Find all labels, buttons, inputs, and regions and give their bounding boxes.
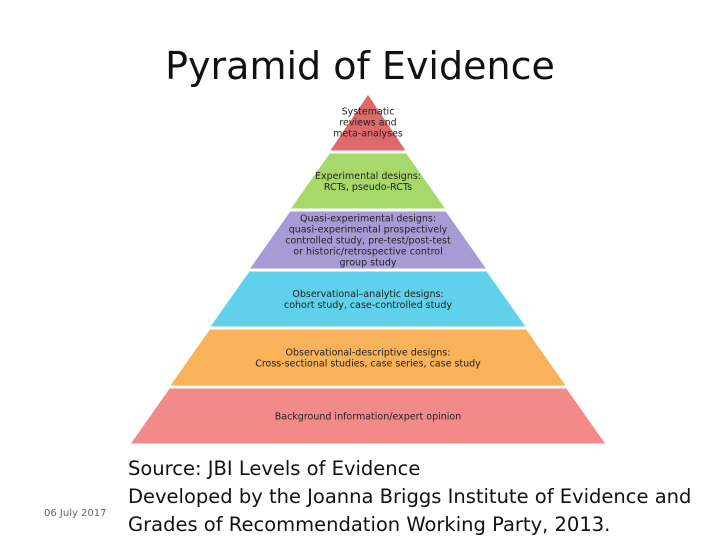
source-citation: Source: JBI Levels of Evidence Developed… bbox=[128, 455, 708, 539]
source-line-3: Grades of Recommendation Working Party, … bbox=[128, 513, 611, 536]
source-line-2: Developed by the Joanna Briggs Institute… bbox=[128, 485, 692, 508]
pyramid-tier-5-label-line-1: Observational-descriptive designs: bbox=[286, 348, 451, 359]
pyramid-tier-5 bbox=[168, 328, 568, 387]
pyramid-tier-4-label-line-1: Observational–analytic designs: bbox=[292, 289, 443, 300]
pyramid-tier-3 bbox=[248, 210, 488, 270]
pyramid-tier-3-label-line-3: controlled study, pre-test/post-test bbox=[285, 236, 451, 247]
pyramid-tier-2 bbox=[289, 152, 447, 210]
source-line-1: Source: JBI Levels of Evidence bbox=[128, 457, 421, 480]
slide-title: Pyramid of Evidence bbox=[165, 44, 555, 88]
pyramid-tier-1-label-line-2: reviews and bbox=[339, 117, 396, 128]
pyramid-tier-3-label-line-4: or historic/retrospective control bbox=[293, 247, 442, 258]
pyramid-tier-3-label-line-1: Quasi-experimental designs: bbox=[300, 214, 436, 225]
pyramid-tier-2-label-line-1: Experimental designs: bbox=[315, 171, 421, 182]
pyramid-tier-3-label-line-2: quasi-experimental prospectively bbox=[289, 225, 448, 236]
pyramid-tier-2-label-line-2: RCTs, pseudo-RCTs bbox=[324, 182, 412, 193]
pyramid-tier-4-label-line-2: cohort study, case-controlled study bbox=[284, 300, 452, 311]
pyramid-tier-6-label-line-1: Background information/expert opinion bbox=[275, 412, 462, 423]
pyramid-tier-4 bbox=[208, 270, 528, 328]
pyramid-tier-1-label-line-3: meta-analyses bbox=[333, 128, 403, 139]
pyramid-tier-6 bbox=[129, 387, 607, 445]
pyramid-tier-1 bbox=[328, 93, 408, 152]
pyramid-tier-1-label-line-1: Systematic bbox=[342, 106, 395, 117]
slide-date: 06 July 2017 bbox=[44, 508, 107, 519]
pyramid-tier-3-label-line-5: group study bbox=[340, 258, 397, 269]
pyramid-tier-5-label-line-2: Cross-sectional studies, case series, ca… bbox=[255, 359, 481, 370]
